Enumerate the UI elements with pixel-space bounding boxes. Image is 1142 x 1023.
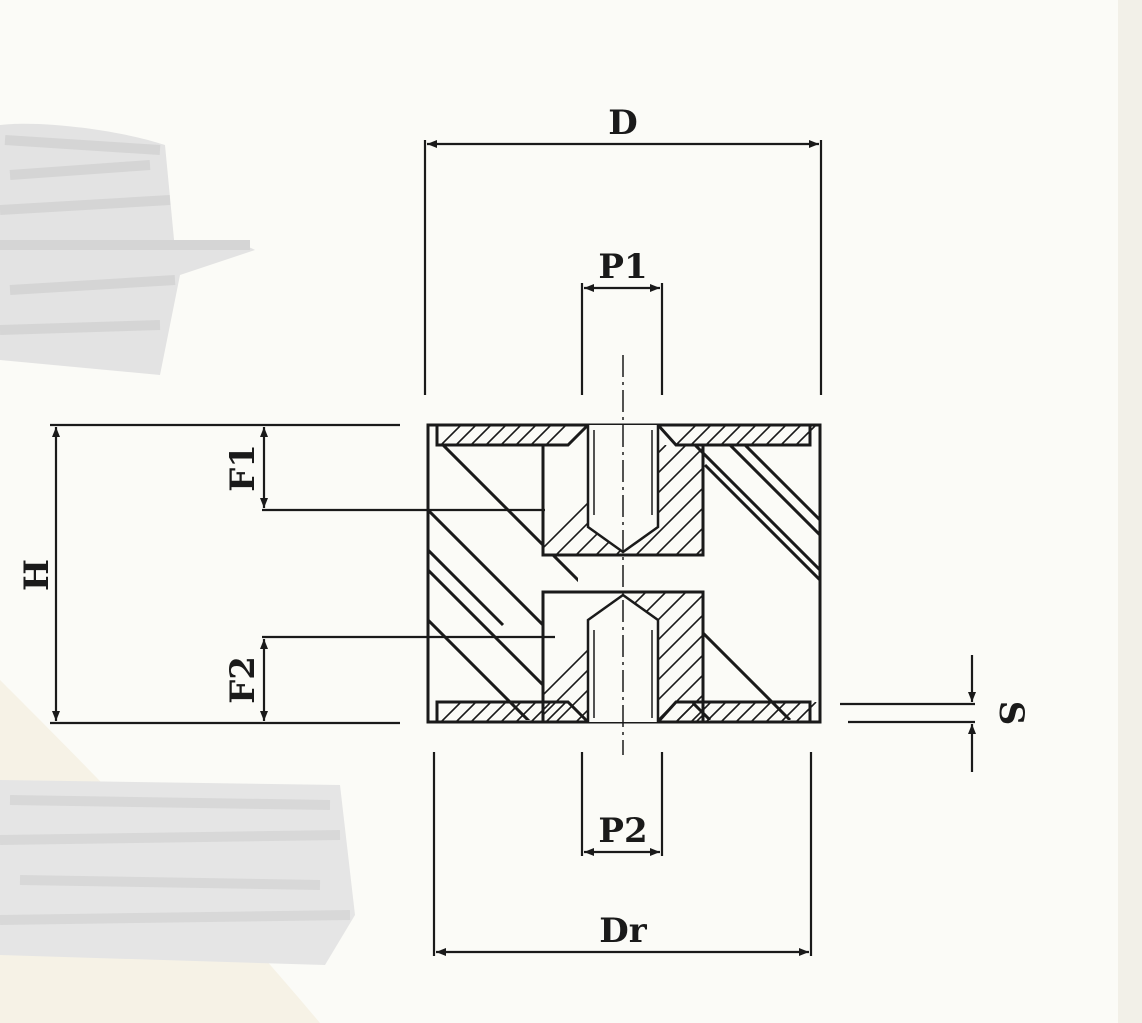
top-insert-outline <box>541 445 705 557</box>
label-S: S <box>991 701 1031 726</box>
bottom-plate-outline <box>435 700 812 724</box>
label-P1: P1 <box>598 247 647 287</box>
dimension-labels: D P1 H F1 F2 S P2 Dr <box>17 103 1031 951</box>
dimension-lines <box>50 140 976 956</box>
label-P2: P2 <box>598 811 647 851</box>
rubber-body-left-hatch <box>428 445 578 720</box>
isolator-cross-section <box>426 355 822 755</box>
label-F2: F2 <box>223 656 263 704</box>
plate-bottom-hatch <box>440 702 817 722</box>
label-F1: F1 <box>223 444 263 492</box>
plate-top-hatch <box>440 425 817 445</box>
label-Dr: Dr <box>599 911 647 951</box>
scribble-top-left <box>0 123 255 376</box>
label-H: H <box>17 559 57 591</box>
label-D: D <box>608 103 637 143</box>
scribble-bottom-left <box>0 680 355 1023</box>
paper-edge <box>1118 0 1142 1023</box>
top-plate-outline <box>435 423 812 447</box>
